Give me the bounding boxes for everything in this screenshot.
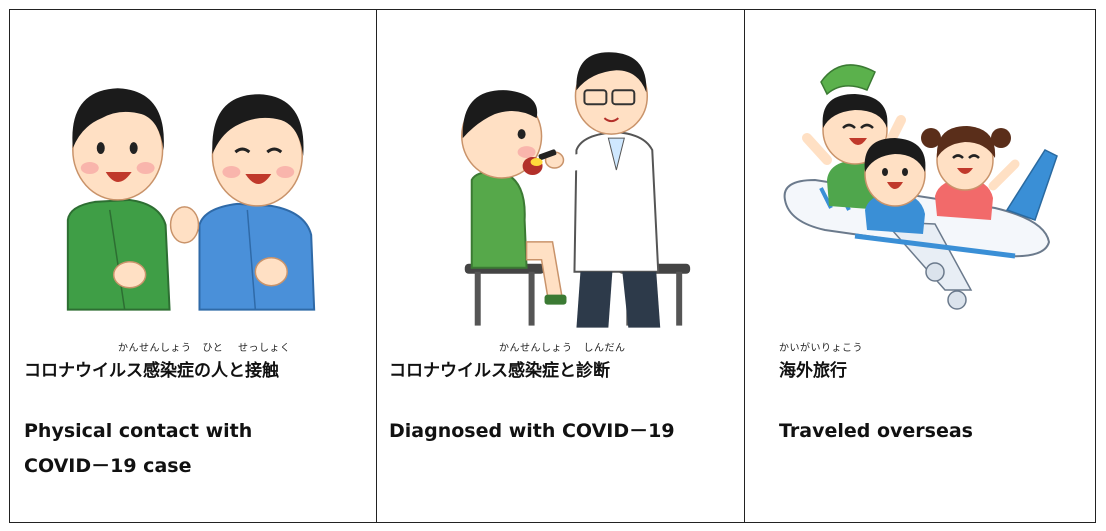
card-2-ruby: かんせんしょう しんだん: [499, 343, 626, 354]
card-contact: かんせんしょう ひと せっしょく コロナウイルス感染症の人と接触 Physica…: [10, 10, 377, 522]
card-3-ruby: かいがいりょこう: [779, 343, 863, 354]
card-3-japanese-label: 海外旅行: [779, 361, 847, 381]
children-on-airplane-illustration: [783, 64, 1058, 310]
card-traveled: かいがいりょこう 海外旅行 Traveled overseas: [745, 10, 1095, 522]
boy-with-cap: [802, 64, 906, 210]
card-3-english-label: Traveled overseas: [779, 414, 973, 449]
card-2-english-label: Diagnosed with COVID－19: [389, 414, 675, 449]
card-1-english-line-1: Physical contact with: [24, 420, 253, 442]
card-1-english-label: Physical contact with COVID－19 case: [24, 414, 252, 484]
left-person: [66, 88, 171, 311]
card-diagnosed: かんせんしょう しんだん コロナウイルス感染症と診断 Diagnosed wit…: [377, 10, 745, 522]
doctor: [530, 52, 661, 328]
boy-blue-shirt: [864, 138, 926, 234]
child: [461, 90, 567, 305]
contact-history-table: かんせんしょう ひと せっしょく コロナウイルス感染症の人と接触 Physica…: [9, 9, 1096, 523]
card-3-english-line-1: Traveled overseas: [779, 420, 973, 442]
doctor-examining-child-illustration: [461, 52, 691, 328]
girl-pigtails: [921, 126, 1020, 220]
card-1-ruby: かんせんしょう ひと せっしょく: [118, 343, 291, 354]
right-person: [169, 94, 316, 311]
card-1-japanese-label: コロナウイルス感染症の人と接触: [24, 361, 279, 381]
card-2-japanese-label: コロナウイルス感染症と診断: [389, 361, 610, 381]
two-people-talking-illustration: [66, 88, 316, 311]
card-1-english-line-2: COVID－19 case: [24, 455, 192, 477]
card-2-english-line-1: Diagnosed with COVID－19: [389, 420, 675, 442]
